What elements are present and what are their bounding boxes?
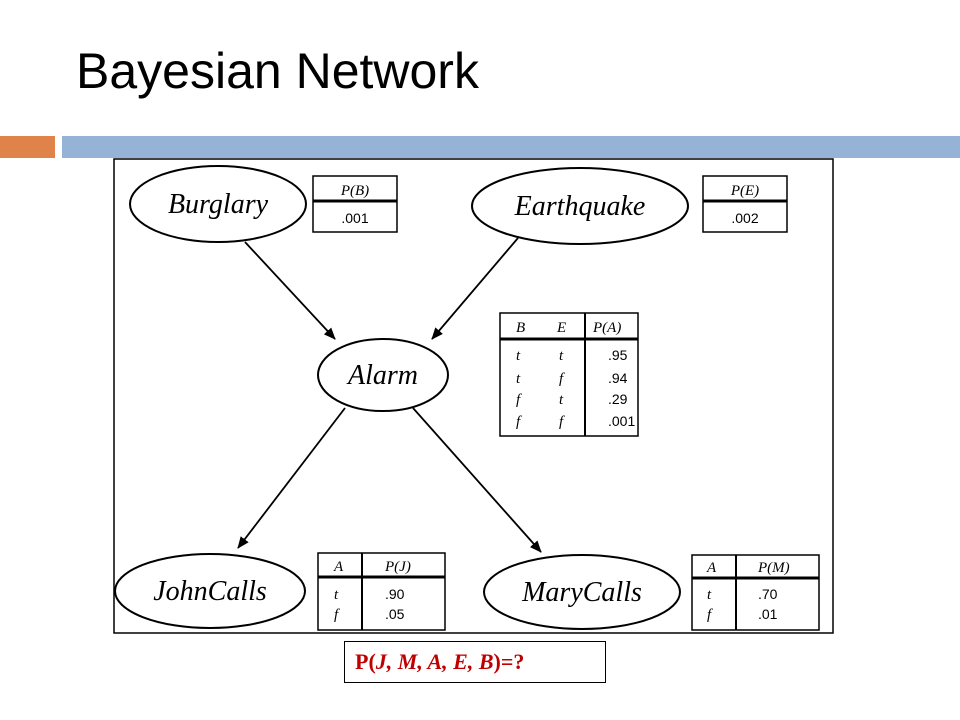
cpt-b-value: .001 [341, 210, 368, 226]
node-marycalls: MaryCalls [483, 554, 681, 630]
cpt-alarm: B E P(A) t t .95 t f .94 f t .29 f f .00… [499, 312, 639, 437]
node-johncalls-label: JohnCalls [153, 576, 267, 607]
cpt-j-row1-a: t [334, 587, 339, 603]
node-earthquake-label: Earthquake [514, 191, 646, 222]
query-vars: J, M, A, E, B [375, 649, 494, 674]
cpt-johncalls: A P(J) t .90 f .05 [317, 552, 446, 631]
cpt-a-row1-b: t [516, 348, 521, 364]
accent-bar-orange [0, 136, 55, 158]
edge-earthquake-alarm [431, 237, 519, 340]
node-burglary: Burglary [129, 165, 307, 243]
edge-alarm-johncalls [237, 407, 346, 549]
cpt-m-row1-a: t [707, 587, 712, 603]
cpt-a-row4-b: f [516, 414, 522, 430]
node-earthquake: Earthquake [471, 167, 689, 245]
node-johncalls: JohnCalls [114, 553, 306, 629]
node-marycalls-label: MaryCalls [521, 577, 642, 608]
cpt-b-header: P(B) [340, 183, 369, 199]
cpt-j-row1-p: .90 [385, 586, 405, 602]
cpt-a-row1-p: .95 [608, 347, 628, 363]
cpt-a-header-pa: P(A) [592, 320, 621, 336]
cpt-a-row2-p: .94 [608, 370, 628, 386]
cpt-a-row2-b: t [516, 371, 521, 387]
cpt-j-row2-a: f [334, 607, 340, 623]
cpt-j-header-a: A [333, 559, 344, 575]
cpt-a-row1-e: t [559, 348, 564, 364]
cpt-m-row2-p: .01 [758, 606, 778, 622]
cpt-j-row2-p: .05 [385, 606, 405, 622]
node-alarm: Alarm [317, 338, 449, 412]
node-burglary-label: Burglary [168, 189, 269, 220]
cpt-m-header-pm: P(M) [757, 560, 790, 576]
query-suffix: )=? [493, 649, 525, 674]
cpt-a-row3-p: .29 [608, 391, 628, 407]
cpt-m-row1-p: .70 [758, 586, 778, 602]
cpt-m-header-a: A [706, 560, 717, 576]
cpt-a-row2-e: f [559, 371, 565, 387]
cpt-earthquake: P(E) .002 [702, 175, 788, 233]
cpt-e-header: P(E) [730, 183, 759, 199]
accent-bar-blue [62, 136, 960, 158]
joint-probability-query: P(J, M, A, E, B)=? [344, 641, 606, 683]
node-alarm-label: Alarm [346, 360, 418, 391]
query-prefix: P( [355, 649, 376, 674]
cpt-j-header-pj: P(J) [384, 559, 411, 575]
edge-alarm-marycalls [412, 407, 542, 553]
cpt-marycalls: A P(M) t .70 f .01 [691, 554, 820, 631]
cpt-a-row3-e: t [559, 392, 564, 408]
cpt-a-header-b: B [516, 320, 525, 336]
cpt-e-value: .002 [731, 210, 758, 226]
edge-burglary-alarm [244, 241, 336, 340]
cpt-a-row4-e: f [559, 414, 565, 430]
cpt-burglary: P(B) .001 [312, 175, 398, 233]
diagram-frame [113, 158, 834, 634]
cpt-a-header-e: E [556, 320, 566, 336]
cpt-a-row4-p: .001 [608, 413, 635, 429]
cpt-a-row3-b: f [516, 392, 522, 408]
cpt-m-row2-a: f [707, 607, 713, 623]
slide-title: Bayesian Network [76, 43, 479, 99]
